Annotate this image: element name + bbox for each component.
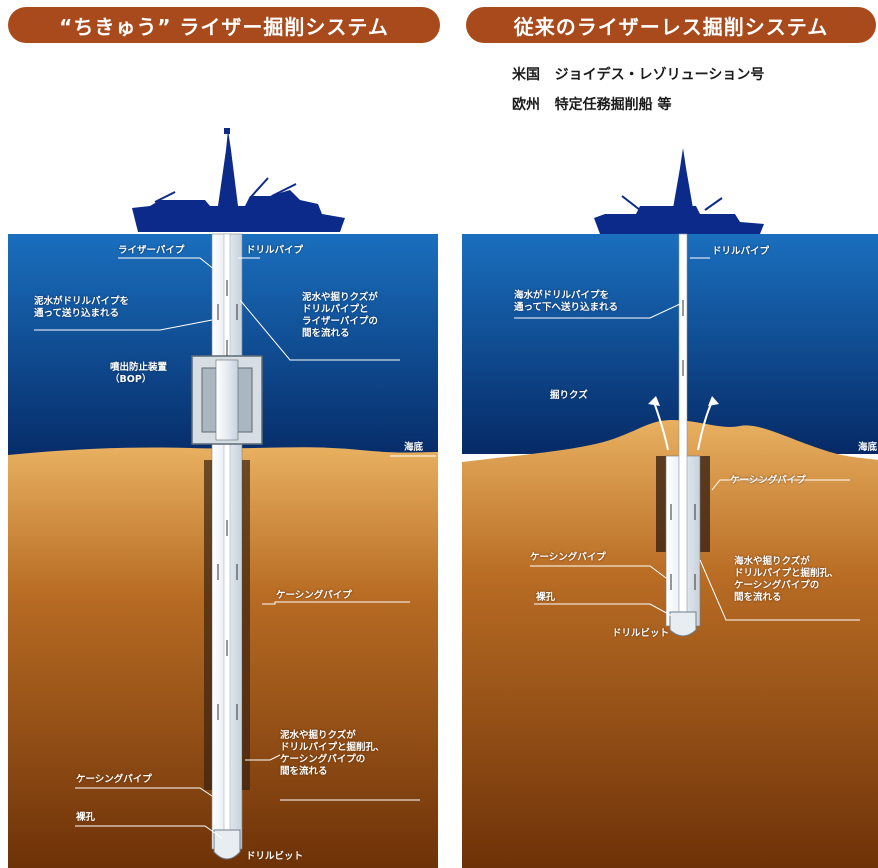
label-sea-down: 海水がドリルパイプを通って下へ送り込まれる: [514, 290, 619, 313]
label-casing-mid: ケーシングパイプ: [276, 590, 352, 601]
example-name: 特定任務掘削船 等: [554, 97, 672, 113]
left-panel: [8, 128, 438, 868]
casing-right: [242, 460, 250, 790]
label-flow-right: 海水や掘りクズがドリルパイプと掘削孔、 ケーシングパイプの間を流れる: [734, 556, 839, 603]
example-name: ジョイデス・レゾリューション号: [554, 67, 765, 83]
right-system-title: 従来のライザーレス掘削システム: [466, 7, 876, 43]
label-bop: 噴出防止装置（BOP）: [110, 362, 168, 385]
right-drill-bit: [669, 611, 697, 637]
label-open-hole-left: 裸孔: [76, 812, 96, 823]
example-europe: 欧州 特定任務掘削船 等: [512, 94, 672, 114]
example-usa: 米国 ジョイデス・レゾリューション号: [512, 64, 764, 84]
label-casing-low: ケーシングパイプ: [76, 774, 152, 785]
right-ground: [462, 420, 878, 868]
drill-pipe: [223, 233, 231, 850]
label-seafloor-left: 海底: [404, 442, 424, 453]
label-riser-pipe: ライザーパイプ: [118, 245, 185, 256]
label-mud-down: 泥水がドリルパイプを通って送り込まれる: [34, 296, 130, 319]
right-drill-pipe: [678, 233, 688, 627]
example-region: 米国: [512, 67, 540, 83]
left-leader-lines: [34, 257, 436, 839]
right-flow-arrows: [670, 300, 696, 590]
label-casing-left: ケーシングパイプ: [530, 552, 606, 563]
chikyu-ship: [132, 128, 345, 232]
label-open-hole-right: 裸孔: [536, 592, 556, 603]
label-mud-up: 泥水や掘りクズがドリルパイプと ライザーパイプの間を流れる: [302, 292, 378, 339]
casing-left: [204, 460, 212, 790]
label-drill-bit-right: ドリルビット: [612, 628, 670, 639]
right-leader-lines: [514, 257, 860, 621]
label-casing-right: ケーシングパイプ: [730, 475, 806, 486]
label-seafloor-right: 海底: [858, 442, 878, 453]
example-region: 欧州: [512, 97, 540, 113]
left-flow-arrows: [217, 280, 238, 720]
label-cuttings: 掘りクズ: [550, 390, 588, 401]
label-drill-bit-left: ドリルビット: [246, 851, 304, 862]
label-drill-pipe-right: ドリルパイプ: [712, 246, 770, 257]
drill-bit: [213, 829, 241, 860]
right-panel: [462, 148, 878, 868]
left-system-title: “ちきゅう” ライザー掘削システム: [8, 7, 440, 43]
label-drill-pipe: ドリルパイプ: [246, 245, 304, 256]
riserless-ship: [594, 148, 764, 234]
label-mud-hole: 泥水や掘りクズがドリルパイプと掘削孔、 ケーシングパイプの間を流れる: [280, 730, 385, 777]
right-sea: [462, 234, 878, 454]
